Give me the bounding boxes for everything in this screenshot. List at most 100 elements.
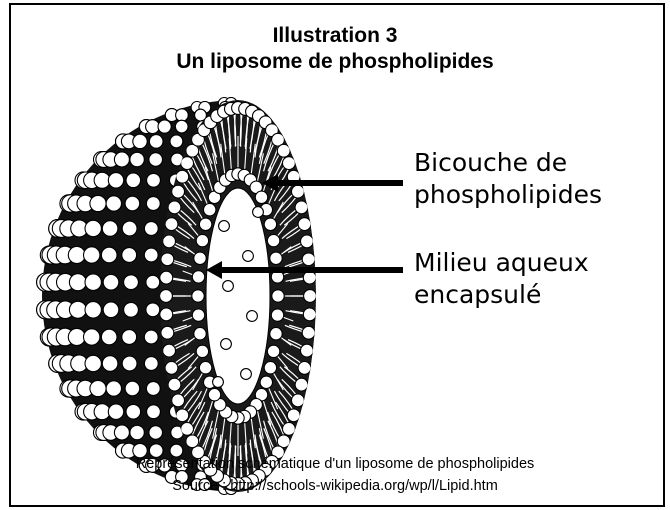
head-icon	[130, 425, 144, 439]
cross-section	[160, 100, 317, 492]
head-icon	[181, 423, 194, 436]
head-icon	[144, 330, 158, 344]
head-icon	[163, 344, 176, 357]
head-icon	[304, 290, 317, 303]
head-icon	[68, 329, 85, 346]
head-icon	[161, 326, 174, 339]
head-icon	[292, 394, 305, 407]
head-icon	[163, 235, 176, 248]
head-icon	[176, 409, 189, 422]
head-icon	[272, 290, 284, 302]
head-icon	[303, 271, 316, 284]
head-icon	[264, 218, 276, 230]
head-icon	[84, 329, 100, 345]
head-icon	[146, 120, 160, 134]
head-icon	[175, 120, 188, 133]
head-icon	[108, 173, 123, 188]
head-icon	[255, 191, 267, 203]
head-icon	[133, 134, 147, 148]
head-icon	[302, 326, 315, 339]
head-icon	[147, 405, 161, 419]
head-icon	[85, 220, 101, 236]
head-icon	[69, 301, 86, 318]
caption-source: Source : http://schools-wikipedia.org/wp…	[0, 476, 670, 496]
head-icon	[303, 308, 316, 321]
head-icon	[146, 382, 160, 396]
head-icon	[160, 271, 173, 284]
head-icon	[298, 362, 311, 375]
head-icon	[301, 344, 314, 357]
head-icon	[199, 218, 211, 230]
caption-description: Représentation schématique d'un liposome…	[0, 454, 670, 474]
head-icon	[85, 355, 101, 371]
head-icon	[270, 328, 282, 340]
head-icon	[264, 362, 276, 374]
head-icon	[160, 308, 173, 321]
bilayer-label-line2: phospholipides	[414, 180, 602, 210]
head-icon	[68, 247, 85, 264]
head-icon	[149, 426, 163, 440]
head-icon	[126, 404, 141, 419]
head-icon	[103, 274, 119, 290]
head-icon	[277, 144, 290, 157]
head-icon	[260, 376, 272, 388]
head-icon	[208, 389, 220, 401]
head-icon	[192, 309, 204, 321]
head-icon	[130, 152, 144, 166]
head-icon	[144, 248, 158, 262]
head-icon	[69, 274, 86, 291]
head-icon	[165, 362, 178, 375]
head-icon	[168, 378, 181, 391]
head-icon	[146, 275, 160, 289]
head-icon	[287, 409, 300, 422]
head-icon	[172, 394, 185, 407]
head-icon	[125, 196, 140, 211]
head-icon	[194, 328, 206, 340]
head-icon	[103, 302, 119, 318]
head-icon	[147, 173, 161, 187]
head-icon	[146, 303, 160, 317]
head-icon	[253, 207, 264, 218]
head-icon	[124, 302, 139, 317]
head-icon	[221, 339, 232, 350]
head-icon	[170, 135, 183, 148]
aqueous-label-line2: encapsulé	[414, 280, 541, 310]
head-icon	[295, 378, 308, 391]
head-icon	[194, 252, 206, 264]
head-icon	[106, 381, 121, 396]
head-icon	[292, 185, 305, 198]
head-icon	[267, 345, 279, 357]
head-icon	[213, 377, 224, 388]
head-icon	[160, 290, 173, 303]
head-icon	[122, 330, 137, 345]
head-icon	[168, 201, 181, 214]
head-icon	[122, 221, 137, 236]
head-icon	[186, 435, 199, 448]
head-icon	[101, 329, 117, 345]
head-icon	[243, 251, 254, 262]
head-icon	[298, 218, 311, 231]
head-icon	[176, 109, 189, 122]
head-icon	[124, 275, 139, 290]
head-icon	[176, 170, 189, 183]
head-icon	[204, 204, 216, 216]
head-icon	[114, 152, 129, 167]
head-icon	[241, 369, 252, 380]
head-icon	[301, 235, 314, 248]
head-icon	[196, 345, 208, 357]
head-icon	[85, 274, 101, 290]
head-icon	[223, 281, 234, 292]
head-icon	[101, 247, 117, 263]
head-icon	[108, 404, 123, 419]
head-icon	[94, 172, 110, 188]
head-icon	[90, 195, 106, 211]
head-icon	[271, 309, 283, 321]
head-icon	[102, 221, 118, 237]
head-icon	[199, 362, 211, 374]
head-icon	[106, 196, 121, 211]
head-icon	[94, 404, 110, 420]
head-icon	[295, 201, 308, 214]
head-icon	[84, 247, 100, 263]
head-icon	[122, 356, 137, 371]
head-icon	[192, 271, 204, 283]
